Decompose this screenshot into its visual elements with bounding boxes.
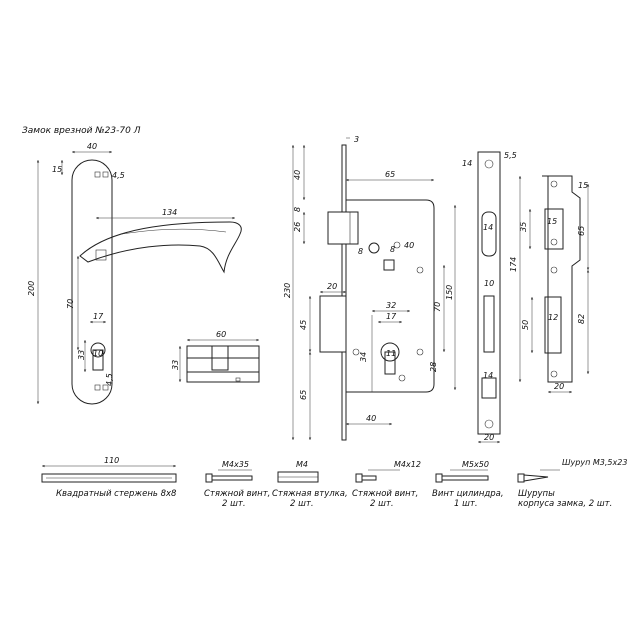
dim-faceplate-bottom-slot: 14 — [483, 371, 493, 380]
handle-view: 40 15 4,5 134 200 70 17 33 10 4,5 — [27, 142, 242, 405]
lock-faceplate — [341, 144, 347, 441]
spindle-hole — [95, 249, 107, 261]
lock-deadbolt — [319, 295, 347, 353]
dim-lock-body-width: 65 — [385, 170, 395, 179]
part-m4-caption: Стяжная втулка, — [272, 489, 348, 499]
dim-lock-spindle-a: 8 — [358, 247, 363, 256]
lock-case — [346, 199, 435, 393]
dim-faceplate-width: 20 — [484, 433, 494, 442]
dim-strike-bolt-width: 12 — [548, 313, 558, 322]
faceplate-latch-slot — [481, 211, 497, 257]
dim-faceplate-top: 14 — [462, 159, 472, 168]
dim-lock-bolt-width: 20 — [327, 282, 337, 291]
dim-handle-projection: 134 — [162, 208, 177, 217]
part-m4x12-caption: Стяжной винт, — [352, 489, 418, 499]
strike-plate-view: 15 35 15 65 174 50 12 82 20 — [509, 175, 590, 394]
parts-row: 110 Квадратный стержень 8х8 М4х35 Стяжно… — [41, 456, 627, 509]
dim-strike-height: 174 — [509, 257, 518, 272]
part-m4x12-qty: 2 шт. — [370, 499, 394, 509]
dim-cylinder-length: 60 — [216, 330, 226, 339]
part-wood-screw — [523, 474, 549, 482]
cylinder-body — [186, 345, 260, 383]
dim-lock-bottom: 65 — [299, 390, 308, 400]
faceplate-body — [477, 151, 501, 435]
strike-plate-body — [542, 175, 581, 383]
dim-faceplate-bolt-slot: 10 — [484, 279, 494, 288]
lock-body-view: 3 40 8 26 65 8 8 40 20 230 45 70 150 32 … — [283, 135, 457, 441]
part-m4x12-label: М4х12 — [394, 460, 421, 469]
faceplate-bottom-slot — [481, 377, 497, 399]
part-rod-label: 110 — [104, 456, 119, 465]
dim-strike-top: 15 — [578, 181, 588, 190]
dim-faceplate-edge: 5,5 — [504, 151, 517, 160]
dim-handle-bottom: 4,5 — [105, 373, 114, 386]
dim-handle-spacing: 70 — [66, 299, 75, 309]
dim-lock-centre-distance: 70 — [433, 302, 442, 312]
dim-lock-total-height: 230 — [283, 283, 292, 298]
lock-cylinder-hole — [380, 342, 400, 362]
dim-strike-top-spacing: 65 — [577, 226, 586, 236]
dim-lock-cyl-left: 34 — [359, 352, 368, 362]
dim-lock-top: 40 — [293, 170, 302, 180]
dim-lock-cyl-right: 28 — [429, 362, 438, 372]
part-m4-qty: 2 шт. — [290, 499, 314, 509]
dim-cylinder-height: 33 — [171, 360, 180, 370]
part-square-rod — [41, 473, 177, 483]
part-screw-m4x35 — [211, 475, 253, 481]
faceplate-bolt-slot — [483, 295, 495, 353]
part-m5x50-label: М5х50 — [462, 460, 489, 469]
part-m4-label: М4 — [296, 460, 308, 469]
dim-faceplate-latch-slot: 14 — [483, 223, 493, 232]
part-m5x50-caption: Винт цилиндра, — [432, 489, 504, 499]
dim-lock-cyl-spacing: 32 — [386, 301, 396, 310]
part-wood-screw-qty: корпуса замка, 2 шт. — [518, 499, 612, 509]
dim-lock-backset: 40 — [366, 414, 376, 423]
handle-lever — [79, 221, 242, 274]
cylinder-hole — [90, 342, 106, 358]
strike-latch-hole — [544, 208, 564, 250]
strike-bolt-hole — [544, 296, 562, 354]
dim-handle-screw: 4,5 — [112, 171, 125, 180]
dim-lock-latch-height: 26 — [293, 222, 302, 232]
dim-strike-latch-width: 15 — [547, 217, 557, 226]
part-rod-caption: Квадратный стержень 8х8 — [56, 489, 177, 499]
dim-handle-height: 200 — [27, 281, 36, 296]
dim-handle-width: 40 — [87, 142, 97, 151]
dim-lock-faceplate-height: 150 — [445, 285, 454, 300]
dim-handle-cyl-width: 17 — [93, 312, 104, 321]
dim-strike-latch-height: 35 — [519, 222, 528, 232]
part-screw-m5x50 — [441, 475, 489, 481]
lock-latch — [327, 211, 359, 245]
part-wood-screw-caption: Шурупы — [518, 489, 555, 499]
dim-strike-bottom-spacing: 82 — [577, 314, 586, 324]
cylinder-view: 60 33 — [171, 330, 260, 383]
part-m4x35-caption: Стяжной винт, — [204, 489, 270, 499]
faceplate-view: 14 5,5 14 10 14 20 — [462, 151, 517, 444]
part-screw-m4x12 — [361, 475, 377, 481]
dim-lock-faceplate: 3 — [354, 135, 359, 144]
dim-lock-cyl-hole: 11 — [386, 349, 396, 358]
part-m5x50-qty: 1 шт. — [454, 499, 478, 509]
dim-handle-cyl-hole: 10 — [93, 349, 103, 358]
dim-lock-spindle-c: 40 — [404, 241, 414, 250]
dim-lock-cyl-width: 17 — [386, 312, 397, 321]
part-m4x35-label: М4х35 — [222, 460, 249, 469]
handle-escutcheon — [71, 159, 113, 405]
drawing-title: Замок врезной №23-70 Л — [22, 126, 141, 136]
part-m4x35-qty: 2 шт. — [222, 499, 246, 509]
dim-handle-top: 15 — [52, 165, 62, 174]
dim-strike-width: 20 — [554, 382, 564, 391]
dim-lock-latch-gap: 8 — [293, 207, 302, 212]
part-wood-screw-label: Шуруп М3,5х23 — [562, 458, 627, 467]
cylinder-cam — [211, 345, 229, 371]
dim-lock-bolt-height: 45 — [299, 320, 308, 330]
dim-handle-cyl-offset: 33 — [77, 350, 86, 360]
lock-spindle — [383, 259, 395, 271]
dim-lock-spindle-b: 8 — [390, 245, 395, 254]
dim-strike-bolt-height: 50 — [521, 320, 530, 330]
